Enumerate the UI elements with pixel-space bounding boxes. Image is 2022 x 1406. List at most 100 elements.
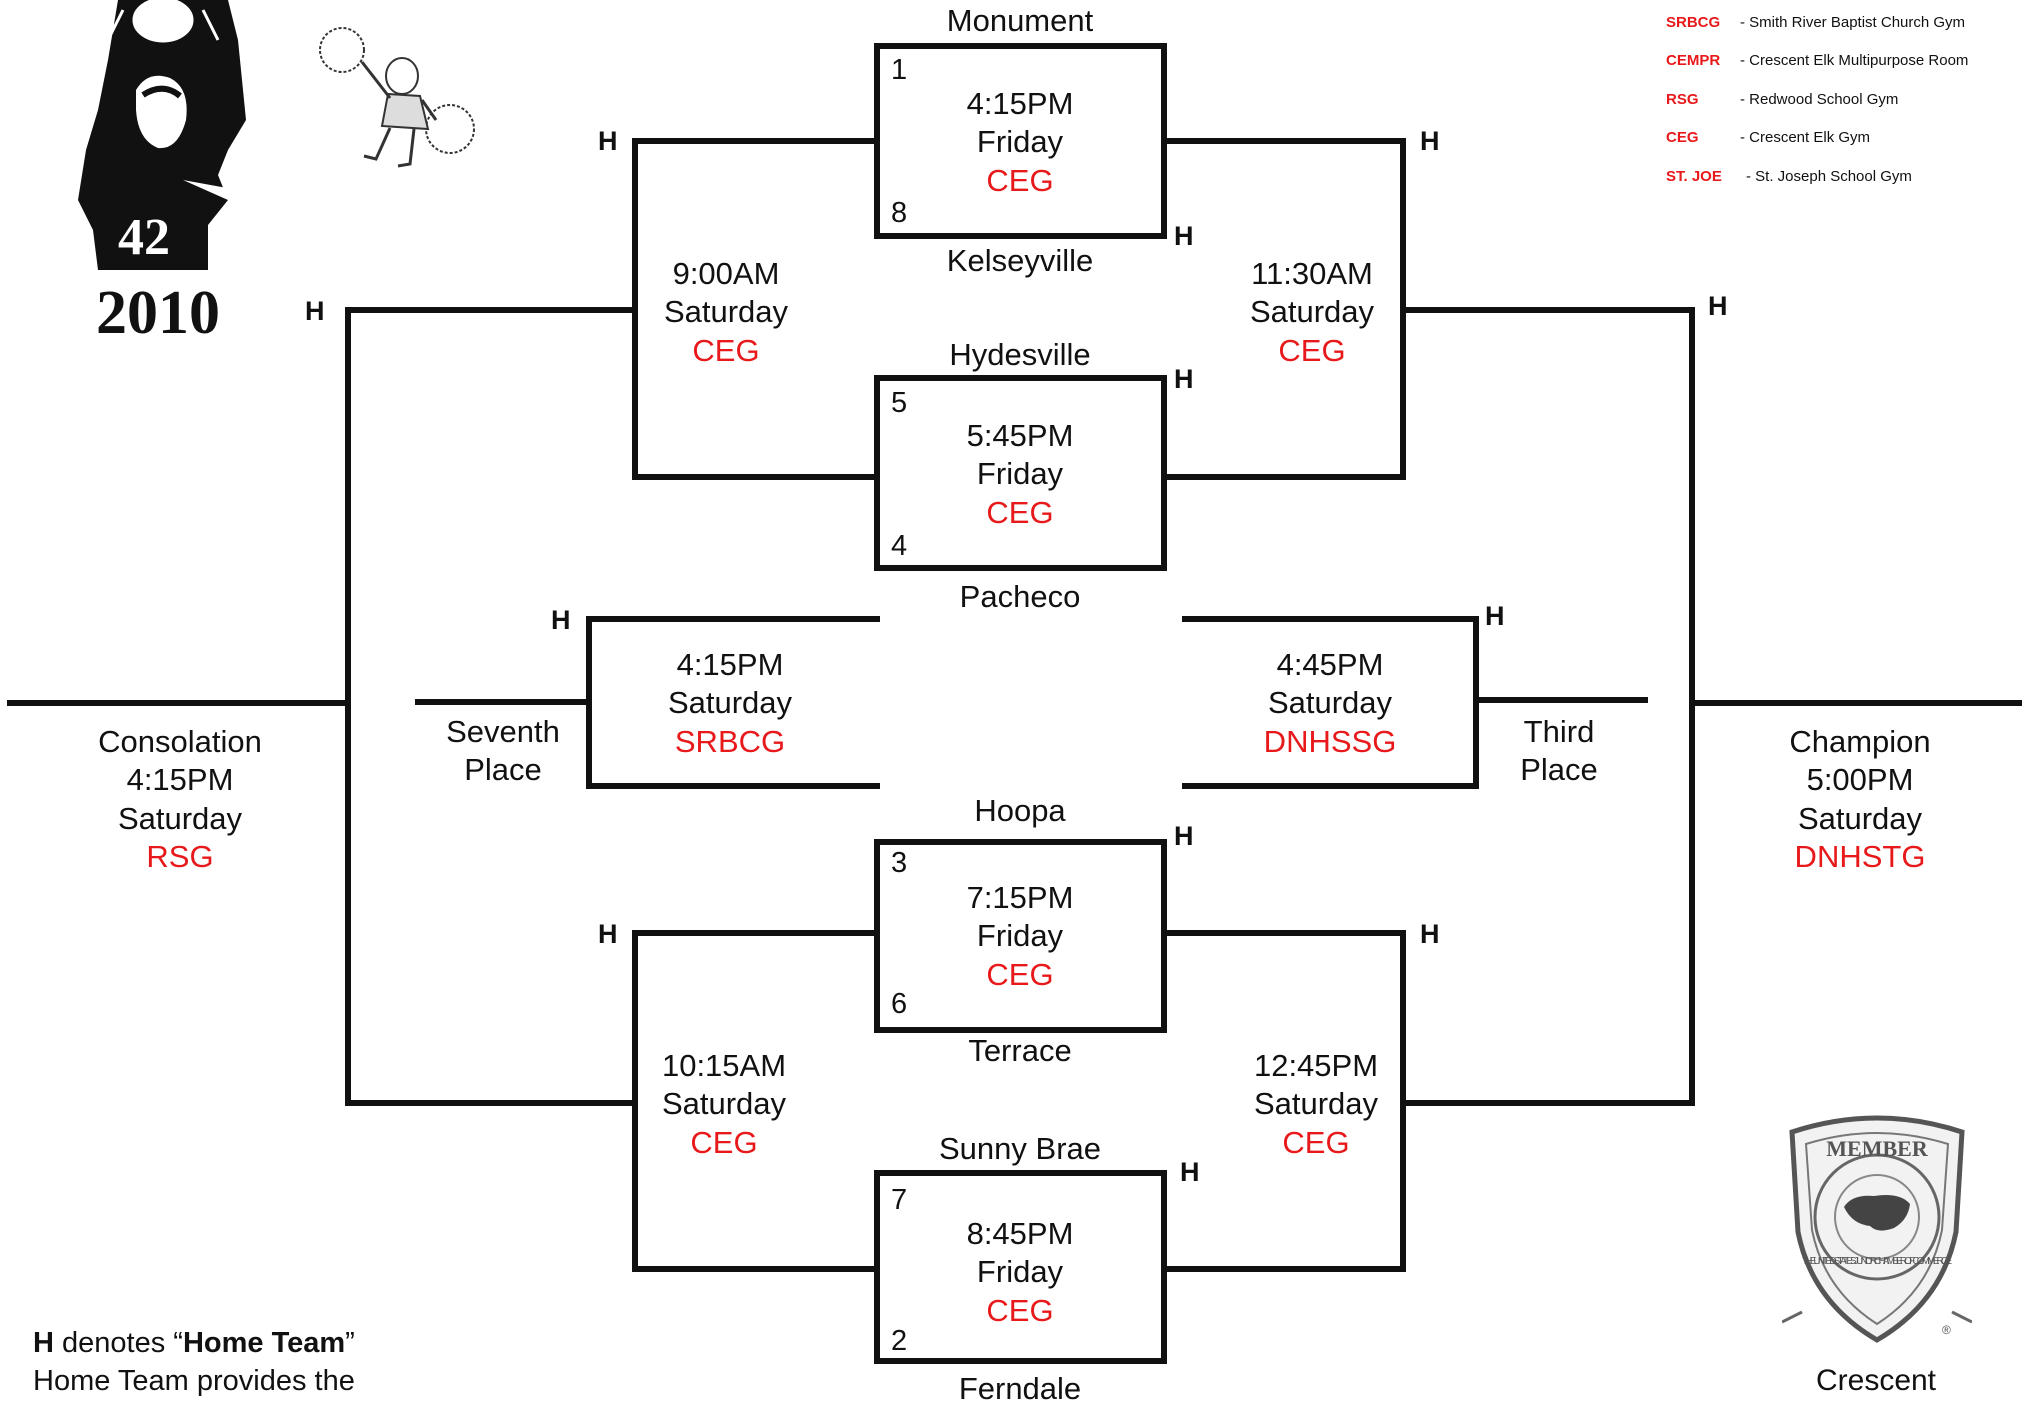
note-home-team: Home Team: [182, 1327, 346, 1359]
champion-day: Saturday: [1797, 801, 1923, 836]
cs-upper-venue: CEG: [692, 333, 760, 368]
game-box-2: [874, 375, 1167, 571]
home-marker: H: [1708, 291, 1728, 321]
game-2-venue: CEG: [986, 495, 1054, 530]
basketball-player-icon: [78, 0, 246, 270]
home-marker: H: [1174, 364, 1194, 394]
legend-code: CEMPR: [1666, 52, 1721, 69]
champion-time: 5:00PM: [1806, 762, 1914, 797]
seed-3: 3: [891, 847, 908, 879]
legend-desc: - Crescent Elk Multipurpose Room: [1740, 52, 1969, 69]
cs-upper-time: 9:00AM: [672, 256, 780, 291]
seed-8: 8: [891, 197, 908, 229]
consolation-bracket: [345, 307, 638, 1106]
home-marker: H: [598, 126, 618, 156]
team-terrace: Terrace: [968, 1033, 1072, 1068]
cs-lower-time: 10:15AM: [661, 1048, 787, 1083]
seal-top-text: MEMBER: [1826, 1136, 1929, 1161]
game-2-time: 5:45PM: [966, 418, 1074, 453]
game-3-day: Friday: [976, 918, 1064, 953]
champion-venue: DNHSTG: [1794, 839, 1926, 874]
legend-desc: - Crescent Elk Gym: [1740, 129, 1871, 146]
game-3-time: 7:15PM: [966, 880, 1074, 915]
player-logo: [78, 0, 248, 275]
semi-upper-venue: CEG: [1278, 333, 1346, 368]
legend-desc: - Redwood School Gym: [1740, 91, 1899, 108]
cheerleader-icon: [319, 27, 475, 168]
home-marker: H: [598, 919, 618, 949]
seventh-place-line1: Seventh: [446, 714, 560, 749]
cs-lower-venue: CEG: [690, 1125, 758, 1160]
semi-lower-venue: CEG: [1282, 1125, 1350, 1160]
third-place-line1: Third: [1523, 714, 1595, 749]
seed-4: 4: [891, 530, 908, 562]
home-marker: H: [1180, 1157, 1200, 1187]
third-place-line2: Place: [1520, 752, 1598, 787]
legend-code: ST. JOE: [1666, 168, 1722, 185]
consolation-time: 4:15PM: [126, 762, 234, 797]
team-hoopa: Hoopa: [974, 793, 1066, 828]
member-seal-icon: MEMBER THE UNITED STATES JUNIOR CHAMBER …: [1781, 1115, 1973, 1343]
seed-6: 6: [891, 988, 908, 1020]
logo-number: 42: [118, 209, 170, 266]
seed-5: 5: [891, 387, 908, 419]
game-4-time: 8:45PM: [966, 1216, 1074, 1251]
home-team-note: H denotes “Home Team” Home Team provides…: [33, 1325, 355, 1400]
seventh-game-day: Saturday: [667, 685, 793, 720]
team-hydesville: Hydesville: [949, 337, 1091, 372]
consolation-day: Saturday: [117, 801, 243, 836]
seal-bottom-text: THE UNITED STATES JUNIOR CHAMBER OF COMM…: [1802, 1256, 1952, 1267]
seed-2: 2: [891, 1325, 908, 1357]
game-2-day: Friday: [976, 456, 1064, 491]
seventh-game-venue: SRBCG: [674, 724, 786, 759]
home-marker: H: [1174, 821, 1194, 851]
legend-code: CEG: [1666, 129, 1699, 146]
team-ferndale: Ferndale: [958, 1371, 1082, 1406]
cs-upper-day: Saturday: [663, 294, 789, 329]
note-mid: denotes “: [53, 1327, 183, 1359]
consolation-title: Consolation: [98, 724, 262, 759]
note-line1: H denotes “Home Team”: [33, 1325, 355, 1363]
semi-lower-day: Saturday: [1253, 1086, 1379, 1121]
home-marker: H: [551, 605, 571, 635]
game-4-venue: CEG: [986, 1293, 1054, 1328]
semi-upper-time: 11:30AM: [1251, 256, 1373, 291]
note-h: H: [33, 1327, 54, 1359]
champion-bracket: [1400, 307, 1695, 1106]
legend-desc: - Smith River Baptist Church Gym: [1740, 14, 1966, 31]
seed-7: 7: [891, 1184, 908, 1216]
semi-lower-time: 12:45PM: [1253, 1048, 1379, 1083]
game-1-day: Friday: [976, 124, 1064, 159]
semi-upper-day: Saturday: [1249, 294, 1375, 329]
team-monument: Monument: [946, 3, 1094, 38]
cheerleader-image: [310, 24, 485, 174]
team-kelseyville: Kelseyville: [946, 243, 1094, 278]
team-pacheco: Pacheco: [959, 579, 1081, 614]
legend-desc: - St. Joseph School Gym: [1746, 168, 1912, 185]
note-line2: Home Team provides the: [33, 1364, 355, 1397]
jaycees-seal: MEMBER THE UNITED STATES JUNIOR CHAMBER …: [1781, 1112, 1973, 1344]
cs-lower-day: Saturday: [661, 1086, 787, 1121]
game-4-day: Friday: [976, 1254, 1064, 1289]
game-1-time: 4:15PM: [966, 86, 1074, 121]
logo-year: 2010: [96, 279, 220, 347]
consolation-venue: RSG: [146, 839, 214, 874]
home-marker: H: [1174, 221, 1194, 251]
home-marker: H: [1420, 126, 1440, 156]
third-game-day: Saturday: [1267, 685, 1393, 720]
home-marker: H: [1420, 919, 1440, 949]
svg-text:®: ®: [1942, 1323, 1951, 1337]
champion-title: Champion: [1789, 724, 1931, 759]
legend-code: RSG: [1666, 91, 1699, 108]
seed-1: 1: [891, 54, 908, 86]
note-end: ”: [345, 1327, 355, 1359]
third-game-time: 4:45PM: [1276, 647, 1384, 682]
seventh-game-time: 4:15PM: [676, 647, 784, 682]
legend-code: SRBCG: [1666, 14, 1721, 31]
game-3-venue: CEG: [986, 957, 1054, 992]
game-1-venue: CEG: [986, 163, 1054, 198]
team-sunny-brae: Sunny Brae: [939, 1131, 1101, 1166]
home-marker: H: [305, 296, 325, 326]
home-marker: H: [1485, 601, 1505, 631]
